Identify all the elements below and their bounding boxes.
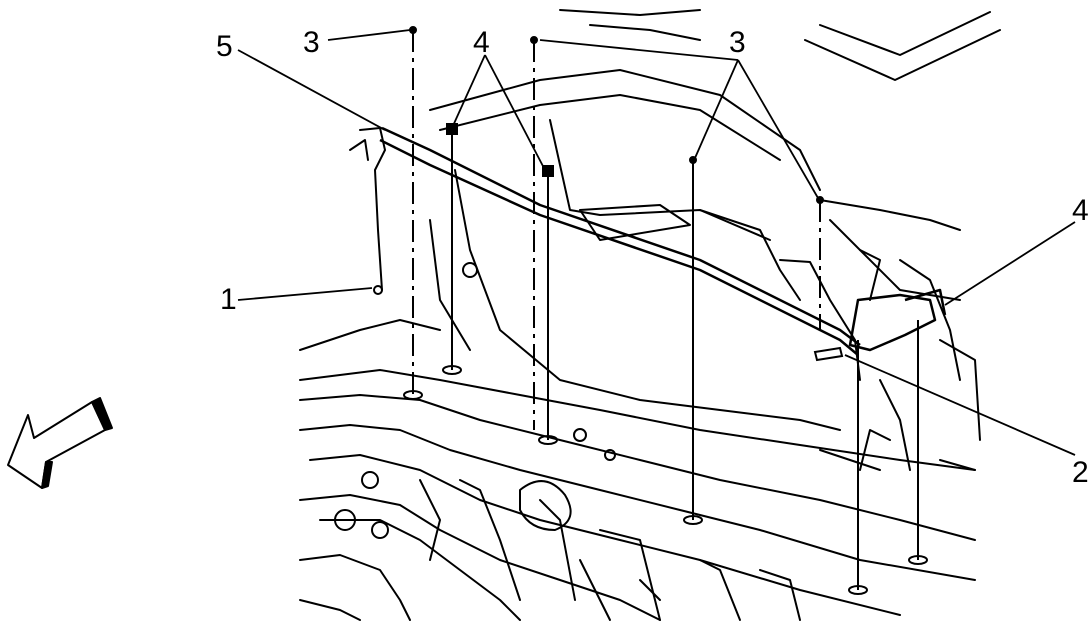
front-arrow-icon (7, 397, 113, 489)
background-linework (299, 9, 1001, 621)
callout-5: 5 (216, 30, 233, 63)
callout-1: 1 (220, 283, 237, 316)
callout-4-right: 4 (1072, 194, 1089, 227)
callout-3-left: 3 (303, 26, 320, 59)
cross-brace (379, 126, 947, 356)
fastener-lines (403, 26, 928, 595)
callout-4-top: 4 (473, 26, 490, 59)
callout-2: 2 (1072, 456, 1089, 489)
callout-3-right: 3 (729, 26, 746, 59)
leader-lines (237, 29, 1076, 456)
